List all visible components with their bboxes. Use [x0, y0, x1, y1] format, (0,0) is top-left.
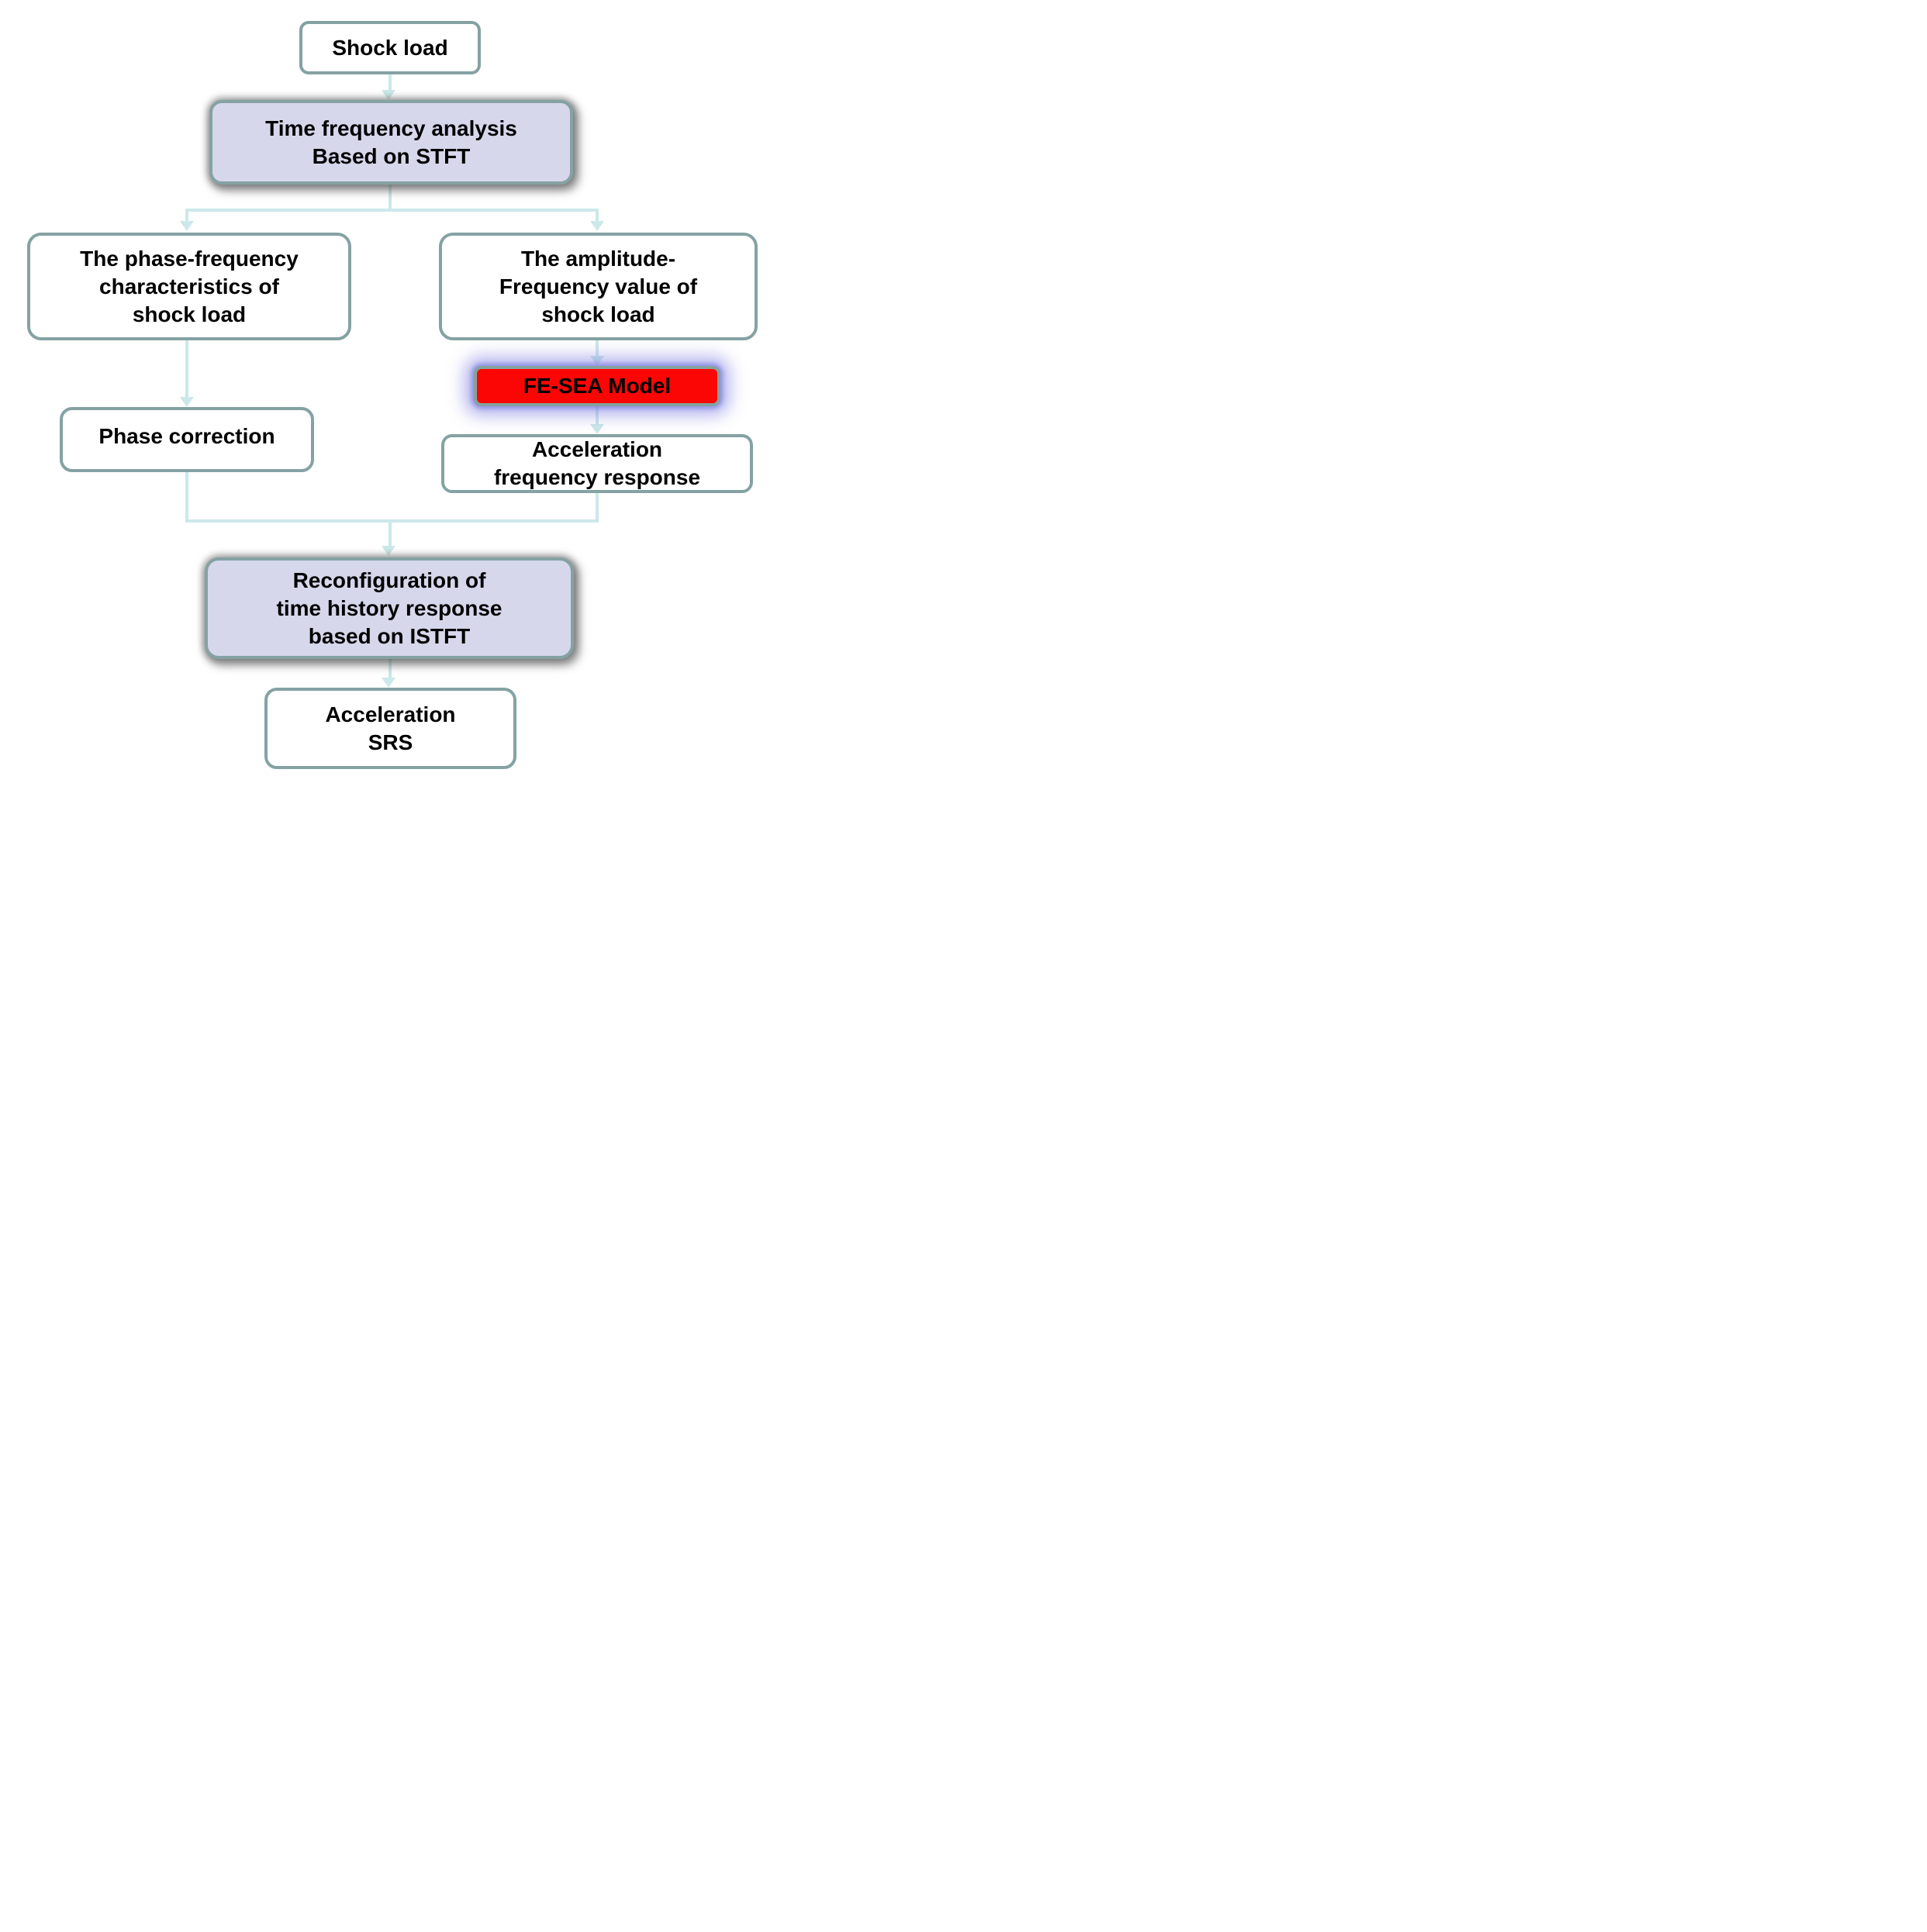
- connector-ampfreq-to-fesea: [596, 340, 599, 357]
- node-amplitude-frequency-value: The amplitude- Frequency value of shock …: [439, 233, 758, 340]
- connector-stft-down: [389, 185, 392, 212]
- connector-accelfreq-down: [596, 493, 599, 523]
- arrowhead-to-fesea: [590, 356, 604, 366]
- connector-merge-horizontal: [185, 519, 599, 523]
- connector-reconfig-to-srs: [389, 659, 392, 679]
- arrowhead-to-reconfiguration: [382, 546, 395, 556]
- node-phase-frequency-line1: The phase-frequency: [80, 246, 299, 271]
- arrowhead-to-phase-correction: [180, 397, 194, 407]
- connector-split-horizontal: [185, 209, 599, 212]
- node-shock-load: Shock load: [299, 21, 481, 74]
- node-accel-freq-response-line2: frequency response: [493, 465, 701, 489]
- arrowhead-shock-to-stft: [382, 90, 395, 100]
- node-acceleration-srs-line1: Acceleration: [325, 702, 456, 726]
- node-phase-frequency-line2: characteristics of: [99, 274, 279, 298]
- arrowhead-to-accelfreq: [590, 424, 604, 434]
- node-amplitude-frequency-line2: Frequency value of: [499, 274, 698, 298]
- node-reconfiguration-line1: Reconfiguration of: [292, 568, 486, 592]
- node-reconfiguration-line2: time history response: [276, 595, 502, 620]
- connector-split-right-drop: [596, 209, 599, 223]
- node-time-frequency-analysis-line2: Based on STFT: [312, 143, 471, 168]
- node-amplitude-frequency-line1: The amplitude-: [520, 246, 676, 271]
- arrowhead-to-amp-freq: [590, 221, 604, 231]
- node-fe-sea-model: FE-SEA Model: [474, 366, 720, 406]
- connector-fesea-to-accelfreq: [596, 406, 599, 426]
- node-time-frequency-analysis-line1: Time frequency analysis: [265, 116, 517, 140]
- node-amplitude-frequency-line3: shock load: [541, 302, 655, 326]
- node-phase-frequency-characteristics: The phase-frequency characteristics of s…: [27, 233, 351, 340]
- node-phase-frequency-line3: shock load: [132, 302, 247, 326]
- connector-phasefreq-to-correction: [185, 340, 188, 398]
- node-accel-freq-response-line1: Acceleration: [531, 437, 663, 461]
- node-phase-correction: Phase correction: [60, 407, 314, 472]
- arrowhead-to-phase-freq: [180, 221, 194, 231]
- connector-shock-to-stft: [389, 74, 392, 92]
- node-phase-correction-label: Phase correction: [98, 424, 275, 448]
- node-acceleration-frequency-response: Acceleration frequency response: [441, 434, 753, 493]
- connector-correction-down: [185, 472, 188, 523]
- node-acceleration-srs: Acceleration SRS: [264, 688, 516, 769]
- node-acceleration-srs-line2: SRS: [368, 730, 413, 754]
- node-reconfiguration-istft: Reconfiguration of time history response…: [205, 557, 574, 659]
- node-shock-load-label: Shock load: [332, 35, 448, 60]
- node-reconfiguration-line3: based on ISTFT: [308, 623, 471, 648]
- node-fe-sea-model-label: FE-SEA Model: [523, 374, 672, 398]
- connector-merge-down: [389, 519, 392, 547]
- arrowhead-to-srs: [382, 678, 395, 688]
- flowchart: Shock load Time frequency analysis Based…: [0, 0, 771, 773]
- connector-split-left-drop: [185, 209, 188, 223]
- node-time-frequency-analysis: Time frequency analysis Based on STFT: [209, 100, 573, 185]
